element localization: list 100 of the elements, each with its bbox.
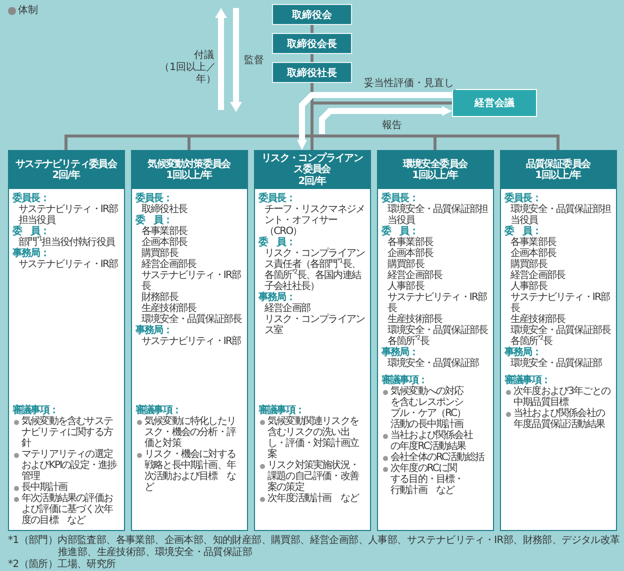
committee-card xyxy=(130,150,248,531)
list-item: サステナビリティ・IR部 xyxy=(140,336,242,347)
flow-label: 監督 xyxy=(244,55,265,66)
section-heading: 審議事項： xyxy=(12,405,60,416)
list-item: 環境安全・品質保証部長 xyxy=(386,325,490,336)
list-item: サステナビリティ・IR部長 xyxy=(386,292,488,314)
meeting-frequency: 1回以上/年 xyxy=(166,170,212,182)
section-heading: 委員長： xyxy=(504,193,542,204)
section-heading: 審議事項： xyxy=(504,375,552,386)
agenda-item: 気候変動に特化したリスク・機会の分析・評価と対策 xyxy=(136,416,244,449)
flow-label: （1回以上／年） xyxy=(158,62,216,85)
section-heading: 委員長： xyxy=(382,193,419,204)
list-item: 環境安全・品質保証部担当役員 xyxy=(510,204,612,226)
org-box: 取締役会 xyxy=(272,4,352,25)
list-item: チーフ・リスクマネジメント・オフィサー（CRO） xyxy=(264,204,366,237)
list-item: 生産技術部長 xyxy=(140,303,197,314)
list-item: 各事業部長 xyxy=(510,237,558,248)
meeting-box: 経営会議 xyxy=(452,89,537,117)
meeting-frequency: 2回/年 xyxy=(52,170,80,182)
list-item: サステナビリティ・IR部担当役員 xyxy=(18,204,119,226)
list-item: 各箇所$^{*2}$長 xyxy=(388,336,430,347)
committee-card xyxy=(8,150,124,531)
list-item: 企画本部長 xyxy=(510,248,558,259)
agenda-item: 気候変動関連リスクを含むリスクの洗い出し・評価・対策計画立案 xyxy=(258,416,368,460)
meeting-frequency: 2回/年 xyxy=(298,176,326,188)
agenda-item: 気候変動への対応を含むレスポンシブル・ケア（RC）活動の長中期計画 xyxy=(382,386,490,430)
committee-name: 品質保証委員会 xyxy=(526,158,590,170)
list-item: 生産技術部長 xyxy=(386,314,443,325)
section-heading: 事務局： xyxy=(504,347,542,358)
list-item: 人事部長 xyxy=(510,281,548,292)
list-item: 経営企画部長 xyxy=(386,270,444,281)
section-heading: 委 員： xyxy=(258,237,296,248)
list-item: サステナビリティ・IR部長 xyxy=(510,292,611,314)
section-heading: 委員長： xyxy=(12,193,50,204)
agenda-item: 年次活動結果の評価および評価に基づく次年度の目標 など xyxy=(12,493,122,526)
footnote: *2（箇所）工場、研究所 xyxy=(8,559,117,570)
edge-label: 報告 xyxy=(380,120,404,132)
section-heading: 審議事項： xyxy=(382,375,428,386)
committee-name: リスク・コンプライアンス委員会 xyxy=(260,152,364,176)
section-heading: 委員長： xyxy=(136,193,172,204)
agenda-item: 次年度のRCに関する目的・目標・行動計画 など xyxy=(382,463,490,496)
list-item: 購買部長 xyxy=(510,259,548,270)
list-item: 経営企画部長 xyxy=(140,259,198,270)
agenda-item: 長中期計画 xyxy=(12,482,122,493)
committee-card xyxy=(376,150,494,531)
list-item: 企画本部長 xyxy=(140,237,189,248)
agenda-item: 気候変動を含むサステナビリティに関する方針 xyxy=(12,416,122,449)
agenda-item: 当社および関係会社の年度RC活動結果 xyxy=(382,430,490,452)
list-item: 環境安全・品質保証部長 xyxy=(142,314,244,325)
section-heading: 委 員： xyxy=(504,226,541,237)
agenda-item: リスク・機会に対する戦略と長中期計画、年次活動および目標 など xyxy=(136,449,244,493)
meeting-frequency: 1回以上/年 xyxy=(535,170,581,182)
agenda-item: 次年度および3年ごとの中期品質目標 xyxy=(504,386,614,408)
section-heading: 事務局： xyxy=(382,347,419,358)
edge-label: 妥当性評価・見直し xyxy=(362,78,456,90)
list-item: 環境安全・品質保証部長 xyxy=(510,325,612,336)
list-item: 各事業部長 xyxy=(140,226,189,237)
agenda-item: リスク対策実施状況・課題の自己評価・改善案の策定 xyxy=(258,460,368,493)
section-heading: 事務局： xyxy=(136,325,173,336)
flow-label: 付議 xyxy=(193,50,214,62)
connector-line xyxy=(310,25,314,33)
list-item: リスク・コンプライアンス室 xyxy=(264,314,366,336)
org-box: 取締役社長 xyxy=(272,62,352,83)
list-item: サステナビリティ・IR部 xyxy=(18,259,119,270)
agenda-item: 会社全体のRC活動総括 xyxy=(382,452,490,463)
list-item: 環境安全・品質保証部 xyxy=(510,358,603,369)
arrow xyxy=(319,106,452,134)
list-item: リスク・コンプライアンス責任者（各部門$^{*1}$長、各箇所$^{*2}$長、各国内連結子会社社長） xyxy=(264,248,366,292)
org-box: 取締役会長 xyxy=(272,33,352,54)
committee-name: 環境安全委員会 xyxy=(402,158,468,170)
list-item: 購買部長 xyxy=(386,259,424,270)
section-title: 体制 xyxy=(18,5,38,16)
footnote: *1（部門）内部監査部、各事業部、企画本部、知的財産部、購買部、経営企画部、人事部、サステナビリティ・IR部、財務部、デジタル改革推進部、生産技術部、環境安全・品質保証部 xyxy=(8,535,620,558)
list-item: 部門$^{*1}$担当役付執行役員 xyxy=(18,237,116,248)
agenda-item: 当社および関係会社の年度品質保証活動結果 xyxy=(504,408,614,430)
section-heading: 審議事項： xyxy=(258,405,306,416)
list-item: 企画本部長 xyxy=(386,248,435,259)
agenda-item: 次年度活動計画 など xyxy=(258,493,368,504)
list-item: 環境安全・品質保証部担当役員 xyxy=(388,204,490,226)
section-heading: 事務局： xyxy=(258,292,296,303)
meeting-frequency: 1回以上/年 xyxy=(412,170,458,182)
section-heading: 委員長： xyxy=(258,193,296,204)
section-heading: 審議事項： xyxy=(136,405,182,416)
committee-card xyxy=(500,150,616,531)
section-heading: 委 員： xyxy=(136,215,172,226)
list-item: サステナビリティ・IR部長 xyxy=(140,270,242,292)
arrow xyxy=(297,92,452,150)
connector-line xyxy=(310,54,314,62)
list-item: 各箇所$^{*2}$長 xyxy=(510,336,554,347)
list-item: 財務部長 xyxy=(140,292,178,303)
committee-card xyxy=(254,150,370,531)
agenda-item: マテリアリティの選定およびKPIの設定・進捗管理 xyxy=(12,449,122,482)
list-item: 経営企画部 xyxy=(264,303,312,314)
committee-name: 気候変動対策委員会 xyxy=(148,158,230,170)
list-item: 取締役社長 xyxy=(142,204,189,215)
list-item: 購買部長 xyxy=(140,248,178,259)
section-heading: 事務局： xyxy=(12,248,50,259)
list-item: 環境安全・品質保証部 xyxy=(386,358,480,369)
section-heading: 委 員： xyxy=(382,226,418,237)
committee-name: サステナビリティ委員会 xyxy=(15,158,117,170)
